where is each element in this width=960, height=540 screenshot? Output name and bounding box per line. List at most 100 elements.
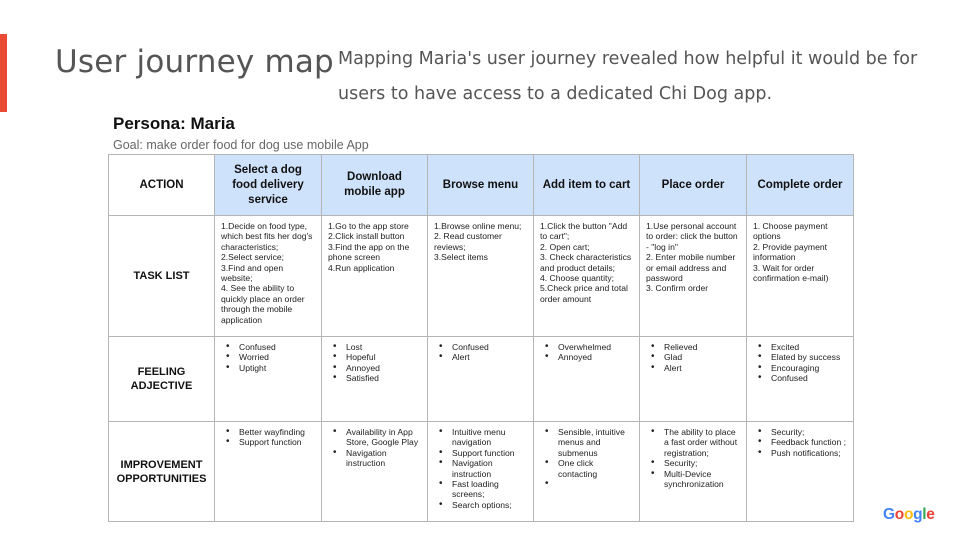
column-header: Download mobile app xyxy=(321,154,428,216)
feeling-cell: ConfusedAlert xyxy=(427,336,534,422)
task-line: 2. Enter mobile number or email address … xyxy=(646,252,736,284)
bullet-list: RelievedGladAlert xyxy=(646,342,740,374)
task-line: 3.Select items xyxy=(434,252,488,263)
bullet-list: Security;Feedback function ;Push notific… xyxy=(753,427,847,459)
task-line: 1.Use personal account to order: click t… xyxy=(646,221,738,252)
list-item: Security; xyxy=(651,458,740,469)
improvement-cell: Sensible, intuitive menus and submenusOn… xyxy=(533,421,640,522)
logo-letter: g xyxy=(913,506,923,523)
list-item: Uptight xyxy=(226,363,315,374)
improvement-cell: Availability in App Store, Google PlayNa… xyxy=(321,421,428,522)
persona-goal: Goal: make order food for dog use mobile… xyxy=(113,138,369,152)
task-line: 3.Find and open website; xyxy=(221,262,284,284)
task-line: 3. Confirm order xyxy=(646,283,709,294)
list-item: Alert xyxy=(651,363,740,374)
task-line: 3.Find the app on the phone screen xyxy=(328,241,410,263)
row-label: IMPROVEMENT OPPORTUNITIES xyxy=(108,421,215,522)
list-item: Confused xyxy=(226,342,315,353)
list-item: Support function xyxy=(439,448,527,459)
accent-bar xyxy=(0,34,7,112)
list-item: Intuitive menu navigation xyxy=(439,427,527,448)
list-item: Worried xyxy=(226,352,315,363)
logo-letter: e xyxy=(926,506,935,523)
task-line: 2. Open cart; xyxy=(540,241,590,252)
improvement-row: IMPROVEMENT OPPORTUNITIES Better wayfind… xyxy=(108,421,854,522)
task-line: 1.Decide on food type, which best fits h… xyxy=(221,221,313,252)
list-item: Elated by success xyxy=(758,352,847,363)
list-item: Confused xyxy=(439,342,527,353)
bullet-list: ConfusedAlert xyxy=(434,342,527,363)
list-item: One click contacting xyxy=(545,458,633,479)
list-item: Overwhelmed xyxy=(545,342,633,353)
feeling-cell: ExcitedElated by successEncouragingConfu… xyxy=(746,336,854,422)
bullet-list: LostHopefulAnnoyedSatisfied xyxy=(328,342,421,384)
list-item: Search options; xyxy=(439,500,527,511)
feeling-cell: RelievedGladAlert xyxy=(639,336,747,422)
list-item: Sensible, intuitive menus and submenus xyxy=(545,427,633,458)
task-line: 2.Select service; xyxy=(221,252,285,263)
journey-map-table: ACTION Select a dog food delivery servic… xyxy=(108,154,854,522)
task-line: 4.Run application xyxy=(328,262,395,273)
column-header: Place order xyxy=(639,154,747,216)
improvement-cell: The ability to place a fast order withou… xyxy=(639,421,747,522)
header-row: ACTION Select a dog food delivery servic… xyxy=(108,154,854,216)
list-item: Feedback function ; xyxy=(758,437,847,448)
bullet-list: OverwhelmedAnnoyed xyxy=(540,342,633,363)
list-item: Push notifications; xyxy=(758,448,847,459)
bullet-list: The ability to place a fast order withou… xyxy=(646,427,740,489)
task-cell: 1.Browse online menu;2. Read customer re… xyxy=(427,215,534,337)
task-line: 4. See the ability to quickly place an o… xyxy=(221,283,305,325)
bullet-list: Sensible, intuitive menus and submenusOn… xyxy=(540,427,633,490)
logo-letter: o xyxy=(894,506,904,523)
list-item: Glad xyxy=(651,352,740,363)
task-line: 2. Provide payment information xyxy=(753,241,828,263)
improvement-cell: Intuitive menu navigationSupport functio… xyxy=(427,421,534,522)
task-cell: 1.Decide on food type, which best fits h… xyxy=(214,215,322,337)
slide-subtitle: Mapping Maria's user journey revealed ho… xyxy=(338,49,918,104)
task-list-row: TASK LIST 1.Decide on food type, which b… xyxy=(108,215,854,337)
bullet-list: Better wayfindingSupport function xyxy=(221,427,315,448)
task-line: 1.Go to the app store xyxy=(328,221,409,231)
logo-letter: G xyxy=(883,506,895,523)
feeling-row: FEELING ADJECTIVE ConfusedWorriedUptight… xyxy=(108,336,854,422)
bullet-list: ConfusedWorriedUptight xyxy=(221,342,315,374)
list-item: The ability to place a fast order withou… xyxy=(651,427,740,458)
logo-letter: o xyxy=(903,506,914,523)
list-item: Annoyed xyxy=(333,363,421,374)
list-item: Better wayfinding xyxy=(226,427,315,438)
persona-title: Persona: Maria xyxy=(113,114,235,133)
list-item: Navigation instruction xyxy=(333,448,421,469)
bullet-list: Availability in App Store, Google PlayNa… xyxy=(328,427,421,469)
list-item: Hopeful xyxy=(333,352,421,363)
task-line: 2.Click install button xyxy=(328,231,405,242)
task-line: 3. Wait for order confirmation e-mail) xyxy=(753,262,829,284)
list-item: Multi-Device synchronization xyxy=(651,469,740,490)
list-item: Encouraging xyxy=(758,363,847,374)
list-item: Fast loading screens; xyxy=(439,479,527,500)
row-label: FEELING ADJECTIVE xyxy=(108,336,215,422)
feeling-cell: LostHopefulAnnoyedSatisfied xyxy=(321,336,428,422)
list-item: Alert xyxy=(439,352,527,363)
list-item: Relieved xyxy=(651,342,740,353)
list-item: Satisfied xyxy=(333,373,421,384)
list-item: Navigation instruction xyxy=(439,458,527,479)
list-item: Annoyed xyxy=(545,352,633,363)
slide-title: User journey map xyxy=(55,44,334,80)
bullet-list: ExcitedElated by successEncouragingConfu… xyxy=(753,342,847,384)
task-line: 1.Browse online menu; xyxy=(434,221,522,231)
logo-letter: l xyxy=(922,506,927,523)
task-line: 3. Check characteristics and product det… xyxy=(540,252,632,273)
column-header: Browse menu xyxy=(427,154,534,216)
list-item: Confused xyxy=(758,373,847,384)
task-cell: 1.Use personal account to order: click t… xyxy=(639,215,747,337)
google-logo: Google xyxy=(883,506,935,524)
action-header: ACTION xyxy=(108,154,215,216)
list-item: Excited xyxy=(758,342,847,353)
bullet-list: Intuitive menu navigationSupport functio… xyxy=(434,427,527,511)
feeling-cell: OverwhelmedAnnoyed xyxy=(533,336,640,422)
column-header: Add item to cart xyxy=(533,154,640,216)
improvement-cell: Better wayfindingSupport function xyxy=(214,421,322,522)
task-cell: 1.Click the button "Add to cart";2. Open… xyxy=(533,215,640,337)
